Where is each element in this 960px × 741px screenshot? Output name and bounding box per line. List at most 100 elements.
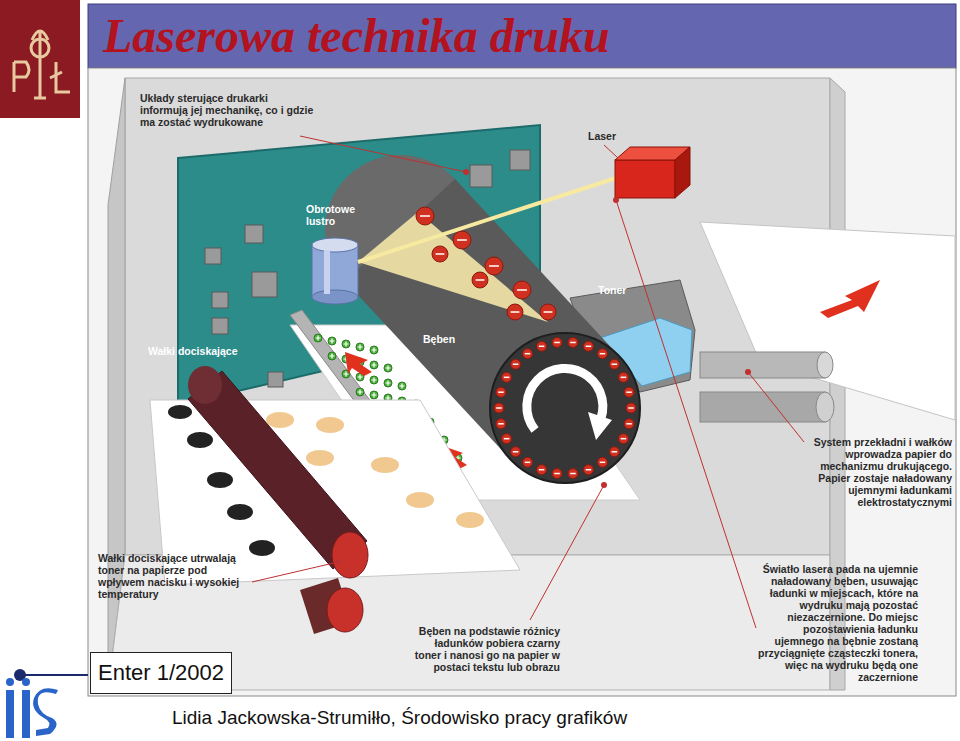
plus-sign <box>358 345 363 350</box>
positive-charge <box>328 352 336 360</box>
negative-charge <box>552 337 562 347</box>
part-name: Wałki dociskające <box>148 345 258 357</box>
negative-charge <box>609 447 619 457</box>
part-name: Toner <box>598 284 648 296</box>
plus-sign <box>330 339 335 344</box>
plus-sign <box>344 372 349 377</box>
minus-sign <box>498 391 504 393</box>
negative-charge <box>472 272 488 288</box>
institute-logo <box>6 678 58 738</box>
minus-sign <box>544 311 553 313</box>
minus-sign <box>626 391 632 393</box>
negative-charge <box>597 457 607 467</box>
negative-charge <box>624 387 634 397</box>
positive-charge <box>314 334 322 342</box>
negative-charge <box>523 457 533 467</box>
drum-ring-charges <box>494 337 636 478</box>
picture-frame <box>88 68 956 696</box>
part-name: Obrotowe lustro <box>306 203 366 227</box>
negative-charges <box>416 207 556 320</box>
back-wall <box>125 78 830 555</box>
negative-charge <box>432 246 448 262</box>
positive-charge <box>342 340 350 348</box>
feed-rollers <box>700 352 834 422</box>
fuser-rollers <box>188 366 368 634</box>
negative-charge <box>485 257 503 275</box>
source-box: Enter 1/2002 <box>90 652 232 694</box>
logo-emblem <box>14 30 70 98</box>
minus-sign <box>513 363 519 365</box>
positive-charge <box>370 361 378 369</box>
negative-charge <box>496 419 506 429</box>
minus-sign <box>496 407 502 409</box>
university-logo <box>0 0 80 118</box>
positive-charge <box>384 364 392 372</box>
plus-sign <box>344 342 349 347</box>
negative-charge <box>496 387 506 397</box>
part-name: Bęben <box>423 333 473 345</box>
negative-charge <box>453 231 471 249</box>
minus-sign <box>600 462 606 464</box>
plus-sign <box>400 384 405 389</box>
minus-sign <box>420 215 430 217</box>
minus-sign <box>457 239 467 241</box>
negative-charge <box>618 372 628 382</box>
negative-charge <box>502 372 512 382</box>
plus-sign <box>358 375 363 380</box>
negative-charge <box>416 207 434 225</box>
minus-sign <box>513 451 519 453</box>
minus-sign <box>628 407 634 409</box>
negative-charge <box>583 465 593 475</box>
positive-charge <box>356 343 364 351</box>
minus-sign <box>586 469 592 471</box>
callout-text: Bęben na podstawie różnicy ładunków pobi… <box>410 625 560 673</box>
minus-sign <box>612 451 618 453</box>
positive-charge <box>356 388 364 396</box>
minus-sign <box>621 377 627 379</box>
positive-charge <box>384 379 392 387</box>
minus-sign <box>539 346 545 348</box>
callout-text: Układy sterujące drukarki informują jej … <box>140 92 318 128</box>
negative-charge <box>624 419 634 429</box>
minus-sign <box>436 253 445 255</box>
minus-sign <box>476 279 485 281</box>
minus-sign <box>554 473 560 475</box>
negative-charge <box>568 469 578 479</box>
negative-charge <box>507 304 523 320</box>
negative-charge <box>618 434 628 444</box>
plus-sign <box>386 381 391 386</box>
minus-sign <box>570 342 576 344</box>
plus-sign <box>386 366 391 371</box>
negative-charge <box>540 304 556 320</box>
laser-unit <box>615 147 690 198</box>
negative-charge <box>568 337 578 347</box>
positive-charge <box>398 382 406 390</box>
negative-charge <box>494 403 504 413</box>
leader-lines <box>252 136 804 628</box>
rotation-arrowhead <box>588 412 612 440</box>
callout-text: Światło lasera pada na ujemnie naładowan… <box>752 563 918 683</box>
rule-line <box>20 674 88 676</box>
source-text: Enter 1/2002 <box>98 660 224 686</box>
negative-charge <box>583 341 593 351</box>
minus-sign <box>539 469 545 471</box>
minus-sign <box>570 473 576 475</box>
negative-charge <box>513 281 531 299</box>
laser-light-cone <box>358 212 548 322</box>
callout-text: Wałki dociskające utrwalają toner na pap… <box>98 552 256 600</box>
paper-input <box>700 222 955 420</box>
plus-sign <box>372 348 377 353</box>
rotating-mirror <box>312 238 358 304</box>
negative-charge <box>523 349 533 359</box>
negative-charge <box>609 359 619 369</box>
positive-charge <box>370 346 378 354</box>
arrow-paper-in <box>820 280 880 318</box>
plus-sign <box>358 390 363 395</box>
title-band <box>88 4 956 68</box>
positive-charge <box>370 391 378 399</box>
minus-sign <box>504 377 510 379</box>
negative-charge <box>626 403 636 413</box>
minus-sign <box>612 363 618 365</box>
positive-charge <box>328 337 336 345</box>
title: Laserowa technika druku <box>103 8 610 64</box>
